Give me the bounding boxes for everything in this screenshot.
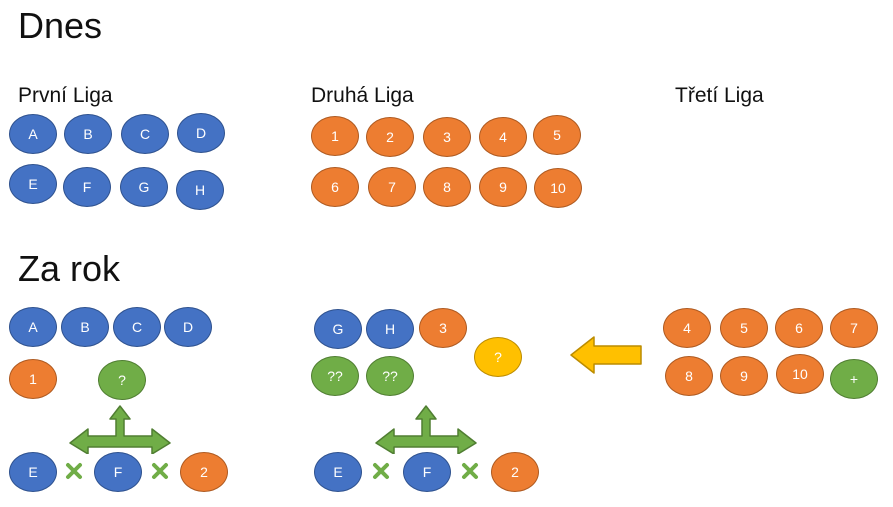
team-chip: 9	[720, 356, 768, 396]
team-chip: 5	[533, 115, 581, 155]
team-chip: D	[164, 307, 212, 347]
team-chip: 6	[775, 308, 823, 348]
heading-next-year: Za rok	[18, 248, 121, 289]
team-chip: G	[314, 309, 362, 349]
playoff-team-chip: ??	[311, 356, 359, 396]
split-arrow-icon	[375, 405, 477, 454]
team-chip: 7	[830, 308, 878, 348]
team-chip: 5	[720, 308, 768, 348]
playoff-team-chip: ??	[366, 356, 414, 396]
playoff-winner-chip: ?	[98, 360, 146, 400]
league-label-third: Třetí Liga	[675, 84, 764, 107]
incoming-team-chip: ?	[474, 337, 522, 377]
team-chip: 8	[665, 356, 713, 396]
team-chip: 2	[491, 452, 539, 492]
team-chip: 7	[368, 167, 416, 207]
cross-icon	[462, 463, 478, 479]
cross-icon	[152, 463, 168, 479]
team-chip: 3	[423, 117, 471, 157]
team-chip: A	[9, 307, 57, 347]
team-chip: H	[176, 170, 224, 210]
split-arrow-icon	[69, 405, 171, 454]
team-chip: C	[121, 114, 169, 154]
left-arrow-icon	[570, 336, 642, 374]
league-label-first: První Liga	[18, 84, 113, 107]
team-chip: E	[9, 452, 57, 492]
team-chip: 8	[423, 167, 471, 207]
team-chip: 3	[419, 308, 467, 348]
cross-icon	[66, 463, 82, 479]
team-chip: D	[177, 113, 225, 153]
team-chip: 9	[479, 167, 527, 207]
team-chip: F	[403, 452, 451, 492]
league-label-second: Druhá Liga	[311, 84, 414, 107]
team-chip: 1	[311, 116, 359, 156]
team-chip: 10	[776, 354, 824, 394]
promoted-team-chip: 1	[9, 359, 57, 399]
team-chip: C	[113, 307, 161, 347]
heading-today: Dnes	[18, 5, 103, 46]
team-chip: 6	[311, 167, 359, 207]
team-chip: A	[9, 114, 57, 154]
team-chip: F	[94, 452, 142, 492]
team-chip: G	[120, 167, 168, 207]
team-chip: B	[64, 114, 112, 154]
new-team-chip: +	[830, 359, 878, 399]
team-chip: H	[366, 309, 414, 349]
team-chip: E	[9, 164, 57, 204]
team-chip: E	[314, 452, 362, 492]
team-chip: 4	[479, 117, 527, 157]
team-chip: 10	[534, 168, 582, 208]
team-chip: 4	[663, 308, 711, 348]
team-chip: F	[63, 167, 111, 207]
cross-icon	[373, 463, 389, 479]
team-chip: 2	[180, 452, 228, 492]
team-chip: 2	[366, 117, 414, 157]
team-chip: B	[61, 307, 109, 347]
